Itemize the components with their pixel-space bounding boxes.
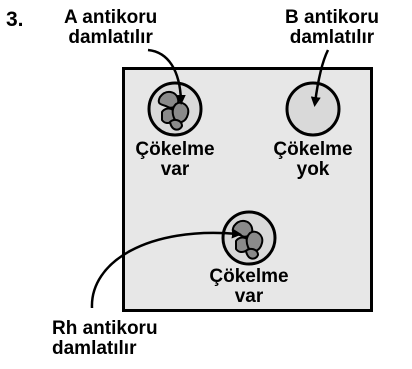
drop-b-clear: [285, 81, 341, 137]
result-b: Çökelme yok: [273, 139, 353, 180]
label-rh-antibody: Rh antikoru damlatılır: [52, 318, 158, 359]
arrow-rh: [90, 228, 242, 309]
drop-rh-agglutinated: [221, 210, 277, 266]
label-a-antibody: A antikoru damlatılır: [64, 7, 158, 48]
arrow-b: [310, 49, 330, 107]
result-rh: Çökelme var: [209, 266, 289, 307]
result-a: Çökelme var: [135, 139, 215, 180]
drop-a-agglutinated: [147, 81, 203, 137]
arrow-a: [147, 48, 186, 105]
question-number: 3.: [6, 8, 24, 31]
label-b-antibody: B antikoru damlatılır: [285, 7, 379, 48]
